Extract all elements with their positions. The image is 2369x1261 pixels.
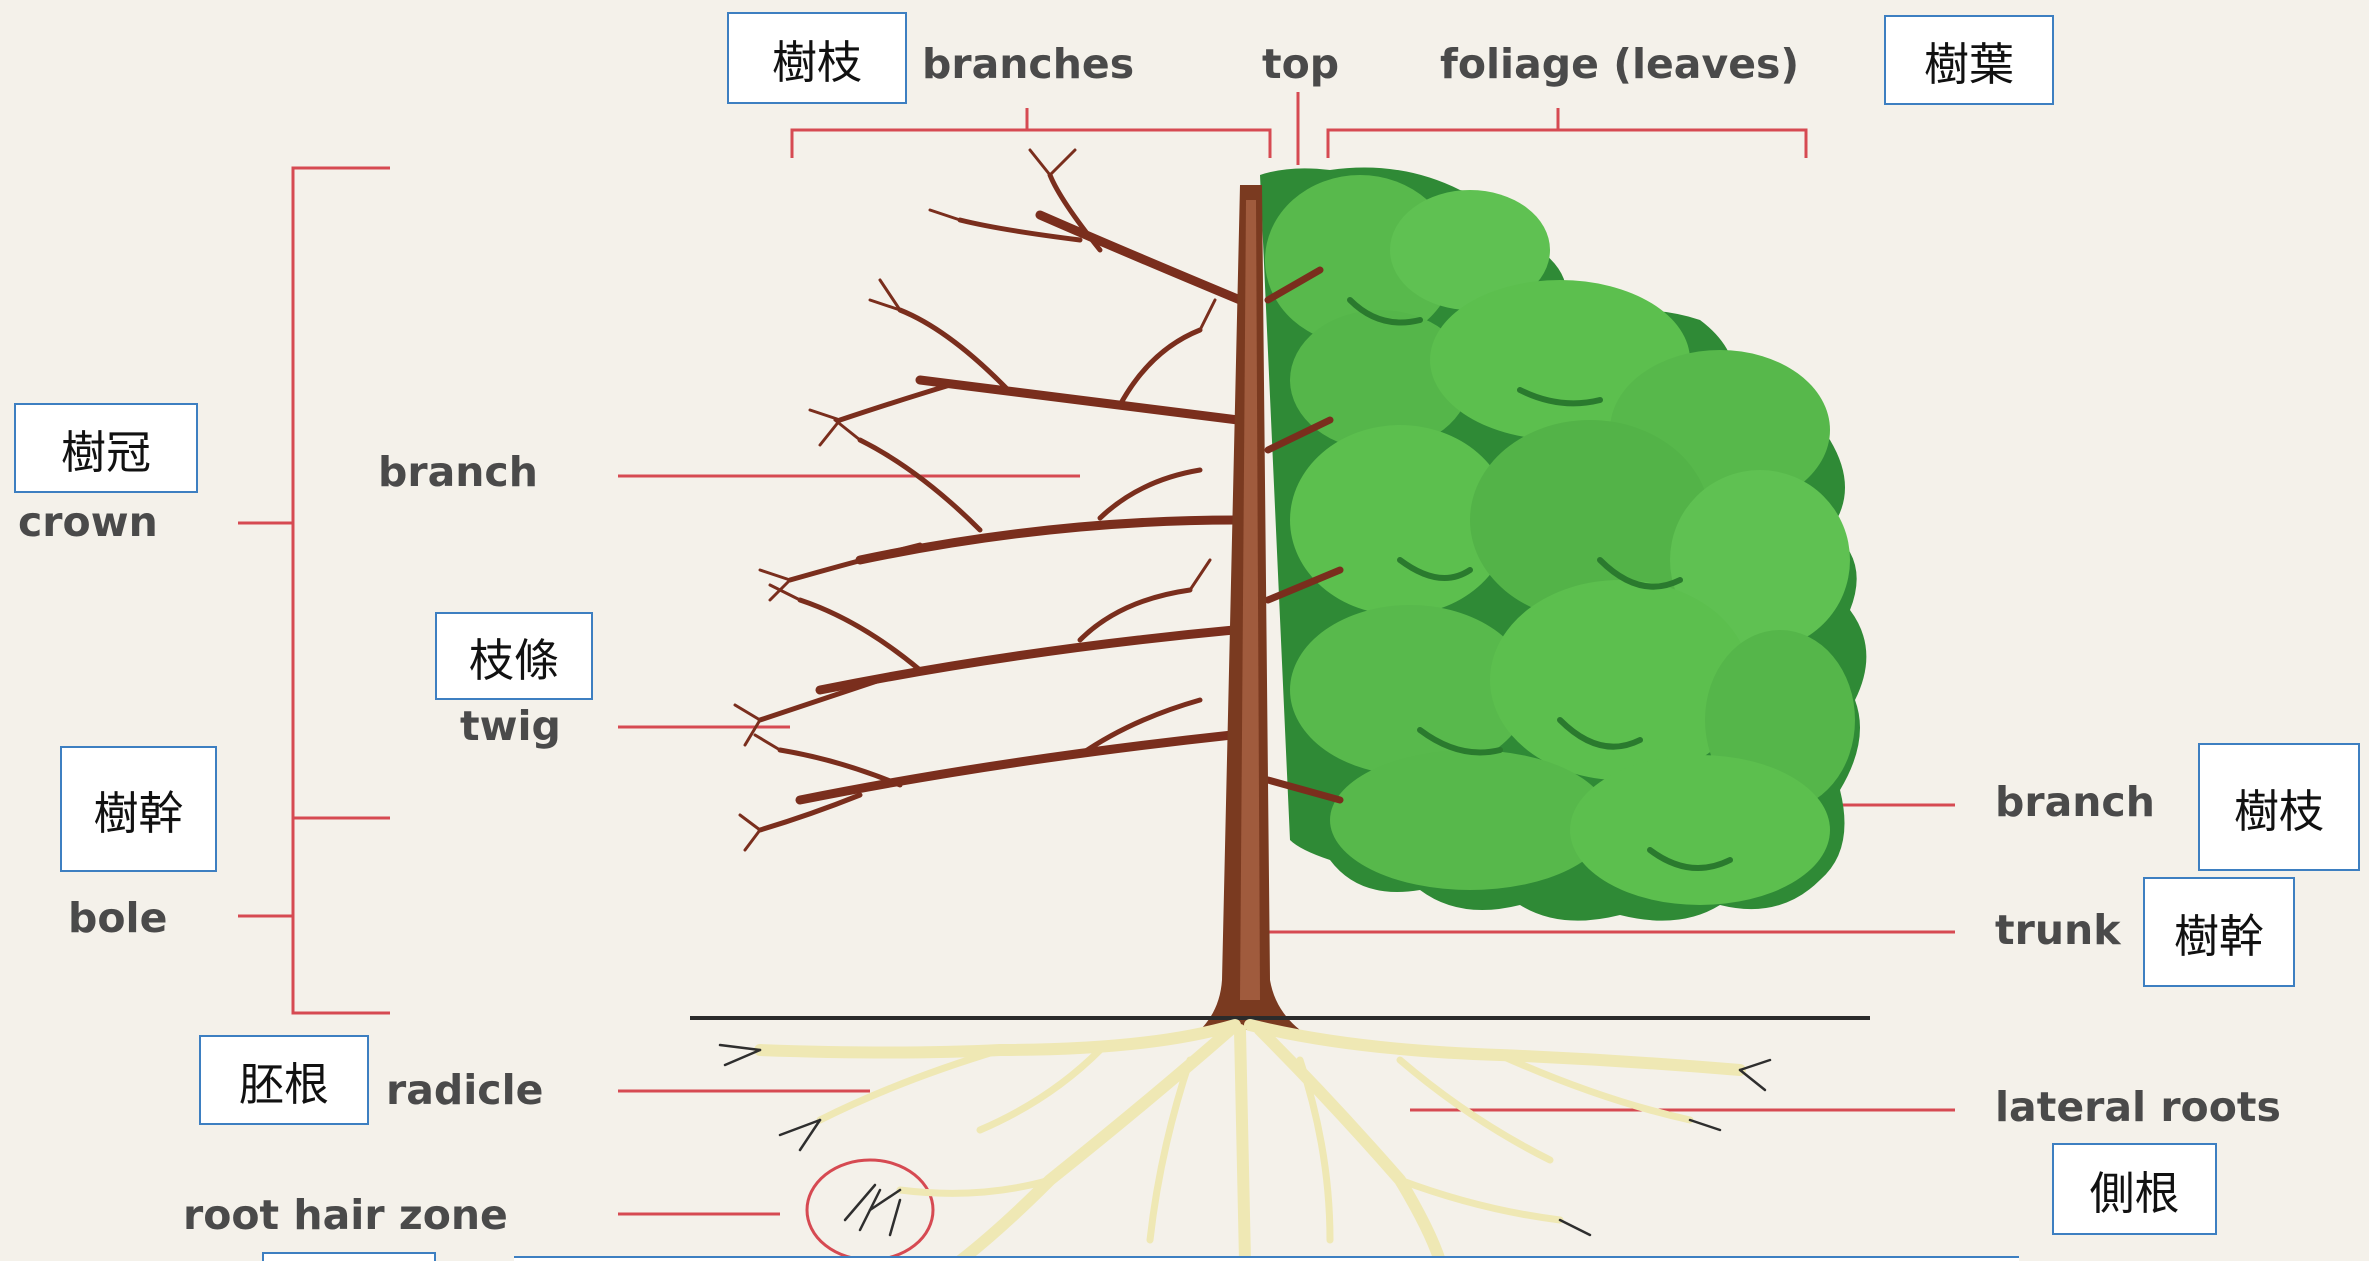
label-top: top — [1262, 44, 1339, 85]
label-twig: twig — [460, 706, 561, 747]
roots — [720, 1025, 1770, 1261]
label-branches: branches — [922, 44, 1134, 85]
label-bole: bole — [68, 898, 167, 939]
label-radicle: radicle — [386, 1070, 543, 1111]
zh-box-twig: 枝條 — [435, 612, 593, 700]
crown-bole-bracket — [293, 168, 390, 1013]
label-branch-left: branch — [378, 452, 538, 493]
zh-box-bole: 樹幹 — [60, 746, 217, 872]
zh-box-branches: 樹枝 — [727, 12, 907, 104]
label-crown: crown — [18, 502, 158, 543]
label-foliage: foliage (leaves) — [1440, 44, 1799, 85]
zh-box-radicle: 胚根 — [199, 1035, 369, 1125]
zh-box-cropped-left — [262, 1252, 436, 1261]
foliage-bracket — [1328, 130, 1806, 158]
zh-box-lateral-roots: 側根 — [2052, 1143, 2217, 1235]
label-branch-right: branch — [1995, 782, 2155, 823]
branches-bracket — [792, 130, 1270, 158]
zh-box-branch-right: 樹枝 — [2198, 743, 2360, 871]
zh-box-cropped-bottom — [514, 1256, 2019, 1261]
label-trunk: trunk — [1995, 910, 2120, 951]
label-lateral-roots: lateral roots — [1995, 1087, 2281, 1128]
zh-box-trunk: 樹幹 — [2143, 877, 2295, 987]
bare-branches — [735, 150, 1240, 850]
zh-box-crown: 樹冠 — [14, 403, 198, 493]
label-root-hair-zone: root hair zone — [183, 1195, 508, 1236]
zh-box-foliage: 樹葉 — [1884, 15, 2054, 105]
foliage — [1260, 168, 1866, 921]
